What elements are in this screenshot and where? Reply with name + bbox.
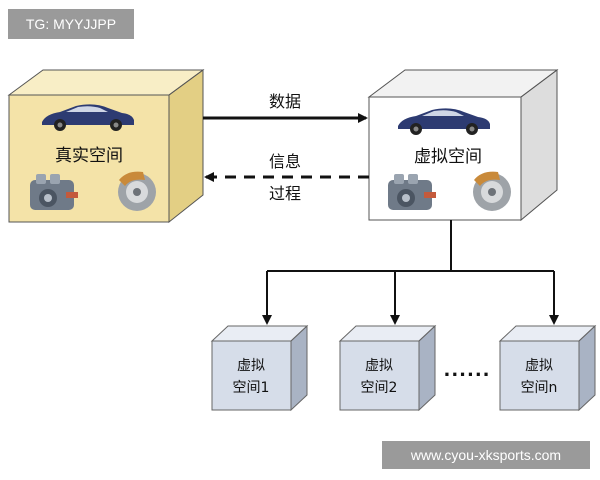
real-space-label: 真实空间 [55, 146, 123, 166]
virtual-space-top [369, 70, 557, 97]
data-label: 数据 [269, 92, 301, 111]
virtual-space-cube: 虚拟空间 [367, 69, 559, 222]
virtual-space-label: 虚拟空间 [414, 147, 482, 167]
tree-connector [262, 220, 559, 325]
sub-side [291, 326, 307, 410]
virtual-space-1-cube: 虚拟 空间1 [210, 324, 309, 412]
sub-top [212, 326, 307, 341]
watermark-top-left: TG: MYYJJPP [8, 9, 134, 39]
virtual-space-2-cube: 虚拟 空间2 [338, 324, 437, 412]
sub-top [500, 326, 595, 341]
info-label-line2: 过程 [269, 184, 301, 203]
info-label-line1: 信息 [269, 152, 301, 171]
sub-front [340, 341, 419, 410]
sub-top [340, 326, 435, 341]
watermark-bottom-right: www.cyou-xksports.com [382, 441, 590, 469]
virtual-space-1-line2: 空间1 [233, 380, 270, 396]
virtual-space-2-line1: 虚拟 [365, 358, 393, 374]
virtual-space-side [521, 70, 557, 220]
sub-front [500, 341, 579, 410]
ellipsis: ...... [443, 360, 490, 381]
sub-side [419, 326, 435, 410]
sub-side [579, 326, 595, 410]
virtual-space-1-line1: 虚拟 [237, 358, 265, 374]
virtual-space-n-cube: 虚拟 空间n [498, 324, 597, 412]
virtual-space-2-line2: 空间2 [361, 380, 398, 396]
virtual-space-n-line1: 虚拟 [525, 358, 553, 374]
virtual-space-n-line2: 空间n [521, 380, 558, 396]
real-space-side [169, 70, 203, 222]
sub-front [212, 341, 291, 410]
real-space-cube: 真实空间 [7, 69, 205, 224]
real-space-top [9, 70, 203, 95]
